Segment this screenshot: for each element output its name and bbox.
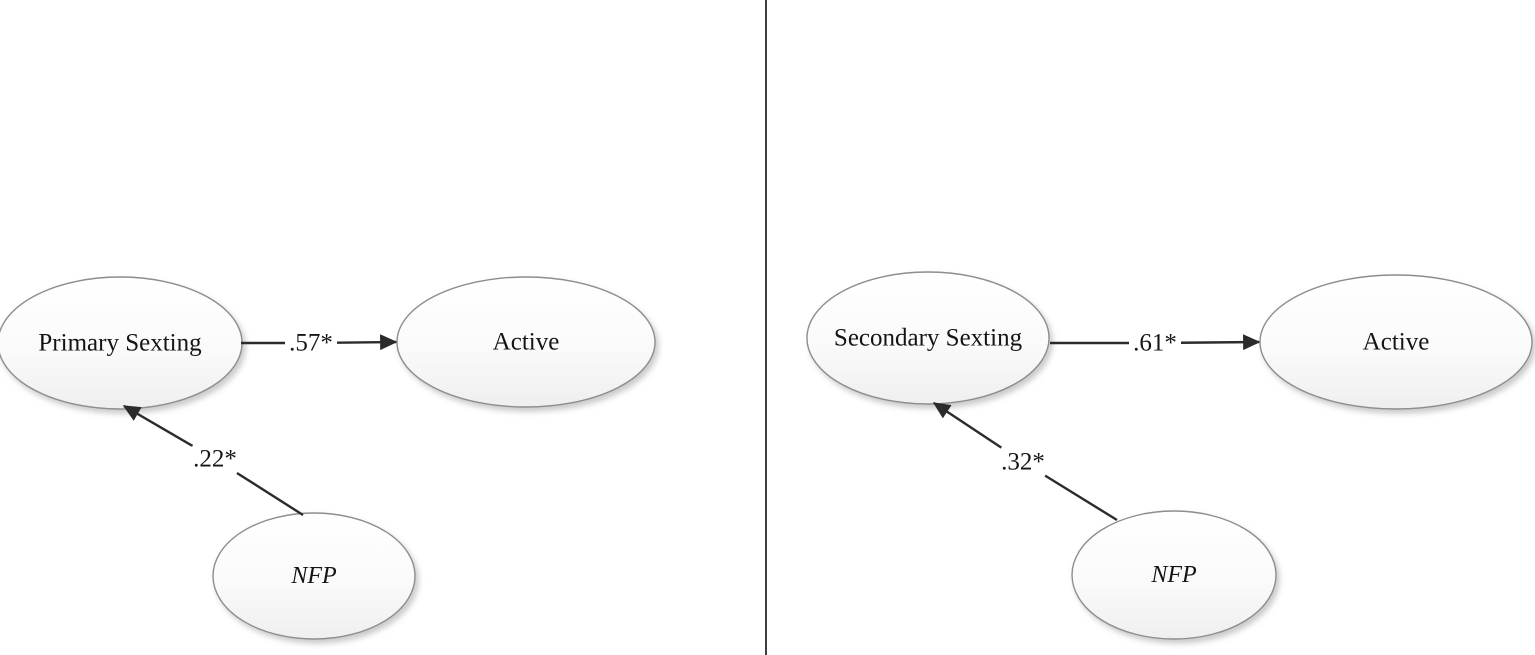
edge-segment-nfp-to-primary-start xyxy=(236,471,304,517)
edge-coefficient-primary-to-active: .57* xyxy=(286,330,336,356)
edges-layer xyxy=(122,334,1261,522)
node-ellipse-nfp-left xyxy=(212,512,416,640)
edge-coefficient-nfp-to-secondary: .32* xyxy=(998,449,1048,475)
edge-segment-primary-to-active-end xyxy=(336,334,398,351)
edge-coefficient-secondary-to-active: .61* xyxy=(1130,330,1180,356)
edge-segment-nfp-to-secondary-end xyxy=(932,401,1002,449)
node-ellipse-active-left xyxy=(396,276,656,408)
edge-coefficient-nfp-to-primary: .22* xyxy=(190,446,240,472)
node-ellipse-active-right xyxy=(1259,274,1533,410)
edge-segment-secondary-to-active-end xyxy=(1180,334,1261,351)
node-ellipse-secondary-sexting xyxy=(806,271,1050,405)
nodes-layer xyxy=(0,271,1533,640)
node-ellipse-nfp-right xyxy=(1071,510,1277,640)
node-ellipse-primary-sexting xyxy=(0,276,243,410)
edge-segment-nfp-to-secondary-start xyxy=(1044,474,1118,522)
edge-segment-nfp-to-primary-end xyxy=(122,404,194,447)
